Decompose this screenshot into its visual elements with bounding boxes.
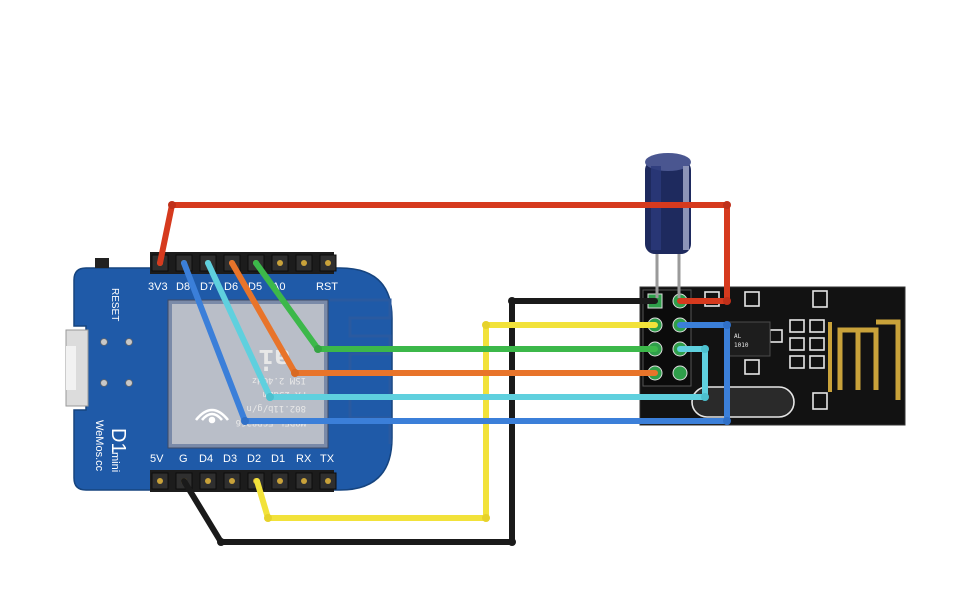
- pin-label-rst: RST: [316, 281, 338, 293]
- wifi-logo-icon: [194, 408, 230, 424]
- chip-line-2: 802.11b/g/n: [246, 403, 306, 413]
- crystal: [691, 386, 795, 418]
- reset-button: [95, 258, 109, 268]
- wires: [157, 201, 731, 546]
- pin-label-d2: D2: [247, 453, 261, 465]
- svg-text:1010: 1010: [734, 342, 749, 349]
- pin-label-tx: TX: [320, 453, 335, 465]
- svg-text:AL: AL: [734, 333, 742, 340]
- pin-label-5v: 5V: [150, 453, 164, 465]
- capacitor: [645, 153, 691, 298]
- board-model: D1: [107, 428, 129, 454]
- top-header: [150, 252, 337, 274]
- pin-label-d1: D1: [271, 453, 285, 465]
- chip-line-4: ISM 2.4GHz: [252, 375, 306, 385]
- board-brand: WeMos.cc: [93, 420, 105, 472]
- pin-label-d5: D5: [248, 281, 262, 293]
- pin-label-d6: D6: [224, 281, 238, 293]
- bottom-header: [150, 470, 337, 492]
- pin-label-rx: RX: [296, 453, 312, 465]
- board-model-suffix: mini: [109, 452, 121, 472]
- pin-label-g: G: [179, 453, 188, 465]
- nrf24-module: AL 1010: [639, 286, 906, 426]
- pin-label-3v3: 3V3: [148, 281, 168, 293]
- pin-label-d4: D4: [199, 453, 213, 465]
- antenna-trace: [837, 319, 901, 400]
- pin-label-d7: D7: [200, 281, 214, 293]
- pin-label-d8: D8: [176, 281, 190, 293]
- pin-label-d3: D3: [223, 453, 237, 465]
- reset-label: RESET: [109, 288, 120, 321]
- radio-ic: [727, 321, 771, 357]
